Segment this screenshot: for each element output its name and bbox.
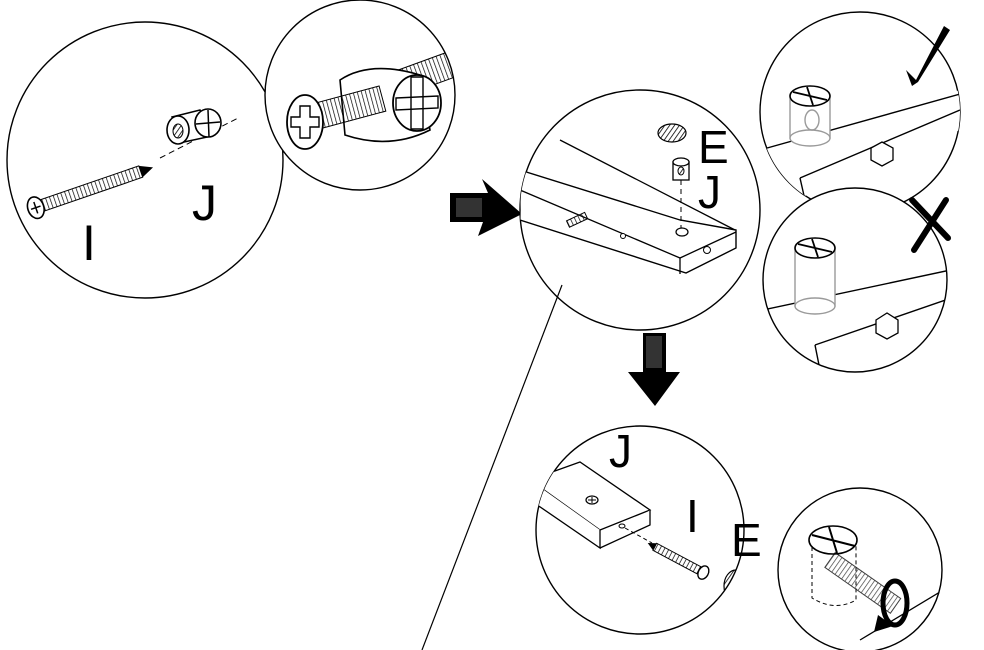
arrow-down-icon <box>628 333 680 406</box>
zoom-tighten-screw <box>777 487 943 650</box>
zoom-screw-into-nut <box>264 0 456 191</box>
label-cap-e: E <box>698 121 729 173</box>
label-screw-i: I <box>82 215 96 271</box>
step1-detail: I J <box>6 21 284 299</box>
screw-head-icon <box>286 94 324 150</box>
leader-line <box>421 284 563 650</box>
cover-cap-icon <box>657 123 687 143</box>
cam-nut-icon <box>672 157 690 181</box>
cross-mark-icon <box>909 197 951 253</box>
rotate-arrow-icon <box>874 578 910 632</box>
step2-detail: E J <box>519 89 761 331</box>
label-cap-e: E <box>731 514 762 566</box>
label-nut-j: J <box>698 166 721 218</box>
label-screw-i: I <box>686 490 699 542</box>
incorrect-orientation-detail <box>762 187 951 373</box>
label-nut-j: J <box>609 425 632 477</box>
correct-orientation-detail <box>759 11 961 213</box>
cam-nut-icon <box>166 108 222 145</box>
arrow-right-icon <box>450 179 522 236</box>
step3-detail: J I E <box>535 425 762 635</box>
check-mark-icon <box>906 26 950 86</box>
screw-icon <box>647 542 710 580</box>
label-nut-j: J <box>192 175 217 231</box>
screw-icon <box>26 165 154 220</box>
cover-cap-icon <box>723 569 744 603</box>
